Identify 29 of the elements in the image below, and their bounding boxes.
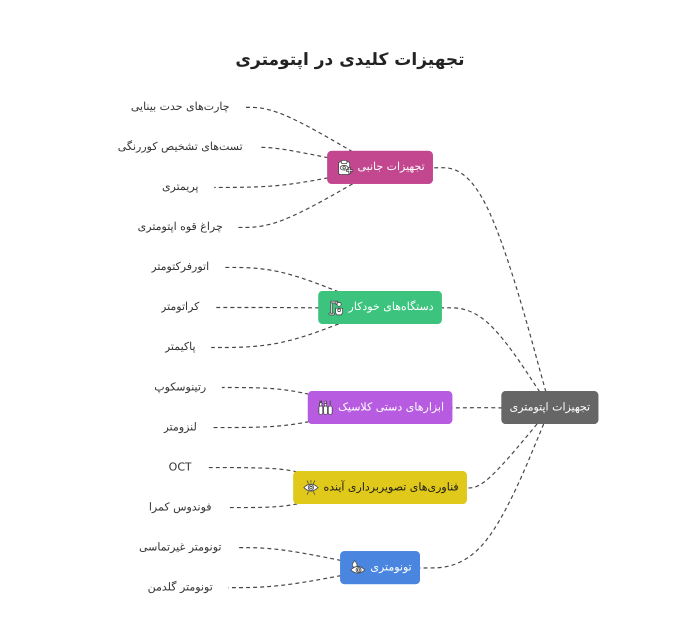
diagram-title: تجهیزات کلیدی در اپتومتری — [235, 50, 465, 70]
connector — [228, 575, 342, 588]
connector — [215, 306, 320, 308]
connector — [237, 547, 342, 561]
node-text: تونومتر گلدمن — [148, 580, 213, 594]
node-text: فوندوس کمرا — [148, 500, 212, 514]
node-text: رتینوسکوپ — [154, 380, 206, 394]
connector — [222, 386, 310, 395]
connector — [212, 421, 310, 428]
node-text: چراغ قوه اپتومتری — [138, 220, 223, 234]
connector — [207, 466, 298, 473]
connector — [238, 183, 353, 228]
node-text: پاکیمتر — [164, 340, 196, 354]
node-text: OCT — [168, 460, 192, 474]
connector — [245, 106, 353, 152]
node-text: چارت‌های حدت بینایی — [130, 100, 230, 114]
connector — [227, 503, 298, 508]
connector — [214, 177, 328, 188]
connector — [442, 307, 540, 392]
node-text: تست‌های تشخیص کوررنگی — [118, 140, 243, 154]
connector — [466, 424, 538, 489]
connector — [432, 167, 546, 392]
node-text: تونومتر غیرتماسی — [138, 540, 222, 554]
node-text: کراتومتر — [161, 300, 200, 314]
node-text: اتورفرکتومتر — [151, 260, 210, 274]
connector — [224, 266, 339, 292]
node-text: پریمتری — [162, 180, 198, 194]
node-text: لنزومتر — [164, 420, 197, 434]
connector — [211, 323, 339, 348]
